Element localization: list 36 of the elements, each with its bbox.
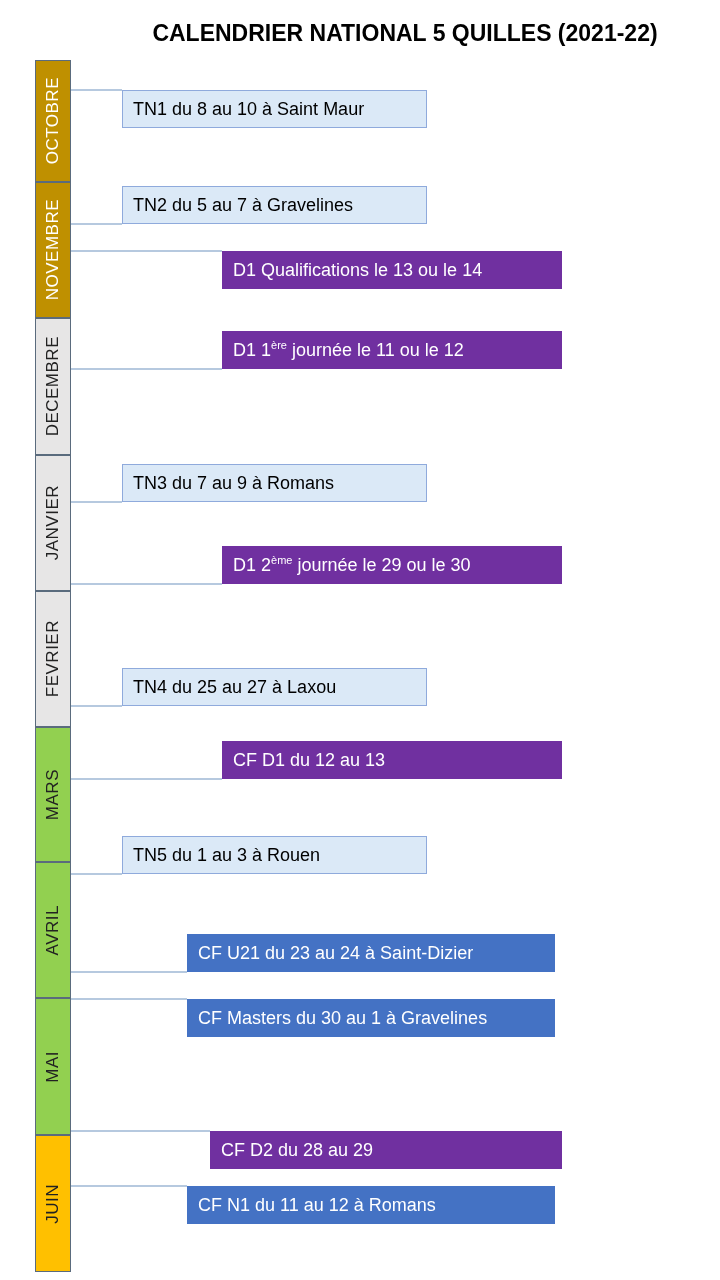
event-box: CF D1 du 12 au 13 <box>222 741 562 779</box>
event-box: TN3 du 7 au 9 à Romans <box>122 464 427 502</box>
leader-line <box>70 873 123 875</box>
month-band: OCTOBRE <box>35 60 71 182</box>
event-box: CF Masters du 30 au 1 à Gravelines <box>187 999 555 1037</box>
event-box: TN4 du 25 au 27 à Laxou <box>122 668 427 706</box>
leader-line <box>70 778 223 780</box>
leader-line <box>70 501 123 503</box>
leader-line <box>70 250 223 252</box>
leader-line <box>70 971 188 973</box>
leader-line <box>70 368 223 370</box>
event-box: TN1 du 8 au 10 à Saint Maur <box>122 90 427 128</box>
event-box: D1 Qualifications le 13 ou le 14 <box>222 251 562 289</box>
event-box: CF D2 du 28 au 29 <box>210 1131 562 1169</box>
month-band: AVRIL <box>35 862 71 998</box>
event-box: TN2 du 5 au 7 à Gravelines <box>122 186 427 224</box>
leader-line <box>70 89 123 91</box>
leader-line <box>70 223 123 225</box>
event-box: D1 1$^{ère}$ journée le 11 ou le 12 <box>222 331 562 369</box>
leader-line <box>70 1185 188 1187</box>
event-box: D1 2$^{ème}$ journée le 29 ou le 30 <box>222 546 562 584</box>
event-box: CF N1 du 11 au 12 à Romans <box>187 1186 555 1224</box>
month-band: JANVIER <box>35 455 71 591</box>
month-band: NOVEMBRE <box>35 182 71 318</box>
title: CALENDRIER NATIONAL 5 QUILLES (2021-22) <box>151 20 659 47</box>
month-band: DECEMBRE <box>35 318 71 455</box>
month-band: JUIN <box>35 1135 71 1272</box>
event-box: CF U21 du 23 au 24 à Saint-Dizier <box>187 934 555 972</box>
leader-line <box>70 705 123 707</box>
leader-line <box>70 583 223 585</box>
leader-line <box>70 998 188 1000</box>
month-band: MAI <box>35 998 71 1135</box>
month-band: FEVRIER <box>35 591 71 727</box>
leader-line <box>70 1130 211 1132</box>
event-box: TN5 du 1 au 3 à Rouen <box>122 836 427 874</box>
month-band: MARS <box>35 727 71 862</box>
